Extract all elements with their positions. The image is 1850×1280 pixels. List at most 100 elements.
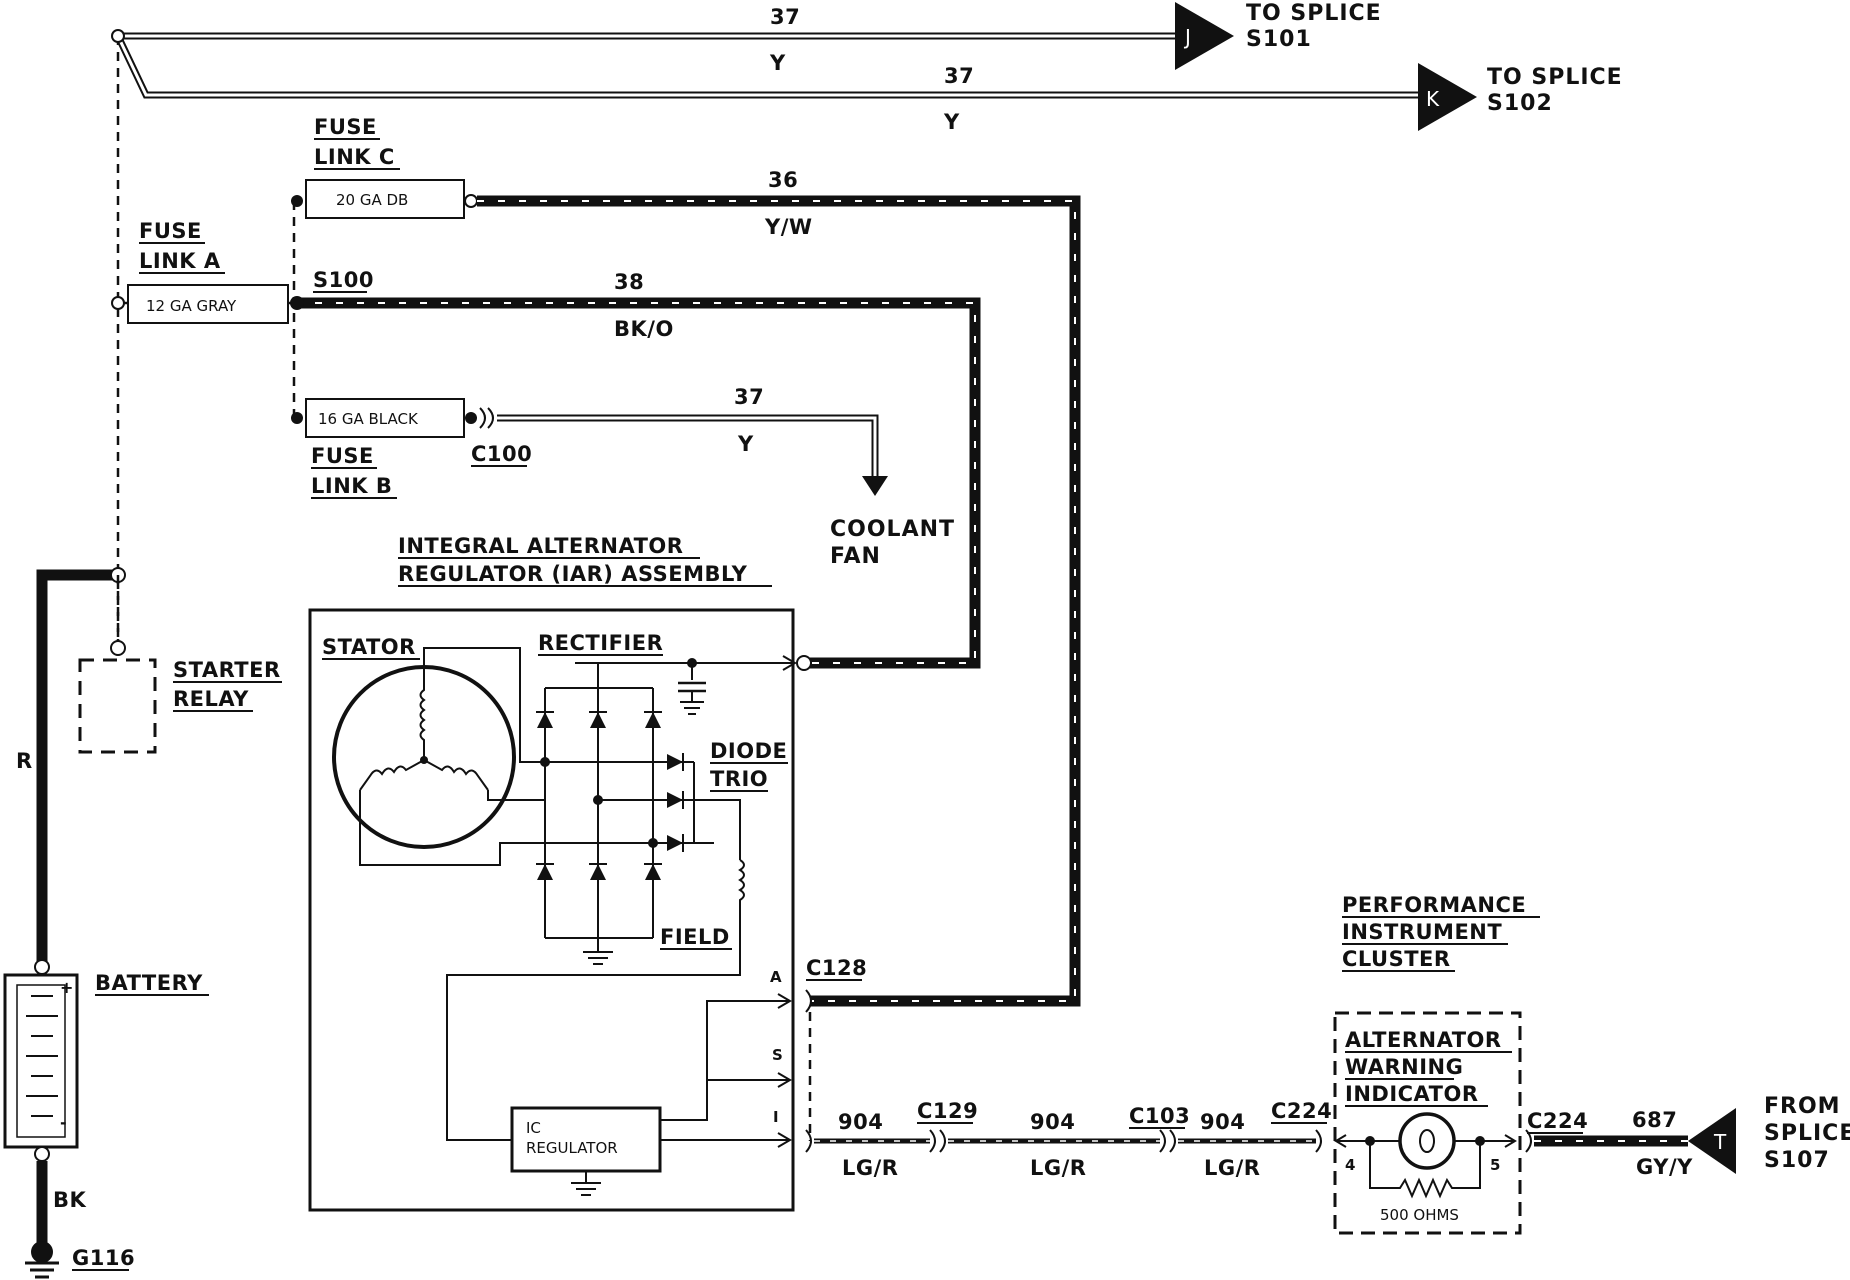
wire-color: Y/W (764, 215, 813, 239)
terminal-a: A (770, 968, 782, 986)
wire-687: 687 GY/Y (1534, 1108, 1693, 1179)
fuse-rating: 12 GA GRAY (146, 297, 237, 315)
fuse-label: LINK B (311, 474, 392, 498)
relay-label: STARTER (173, 658, 281, 682)
wire-number: 37 (770, 5, 800, 29)
connector-label: C224 (1271, 1099, 1332, 1123)
ic-regulator: IC REGULATOR A S I (510, 968, 792, 1196)
starter-relay: STARTER RELAY (78, 640, 282, 754)
rectifier-label: RECTIFIER (538, 631, 663, 655)
wire-904-segment-3: 904 LG/R (1178, 1110, 1316, 1180)
wire-number: 37 (944, 64, 974, 88)
battery-ground-wire: BK G116 (25, 1161, 135, 1279)
splice-source: SPLICE (1764, 1121, 1850, 1146)
fuse-link-b: 16 GA BLACK FUSE LINK B (291, 398, 465, 499)
wire-color: Y (769, 51, 786, 75)
instrument-cluster: PERFORMANCE INSTRUMENT CLUSTER ALTERNATO… (1333, 893, 1540, 1235)
wire-color: Y (943, 110, 960, 134)
terminal-s: S (772, 1046, 783, 1064)
battery-positive-wire: R (16, 567, 126, 963)
fuse-rating: 16 GA BLACK (318, 410, 419, 428)
pin-4: 4 (1345, 1156, 1355, 1174)
wire-color: GY/Y (1636, 1155, 1693, 1179)
field-winding: FIELD (446, 859, 745, 1141)
wire-color: LG/R (1030, 1156, 1086, 1180)
wire-color: Y (737, 432, 754, 456)
wire-37-coolant-fan: 37 Y C100 COOLANT FAN (465, 385, 955, 569)
splice-id: S102 (1487, 91, 1553, 116)
wire-number: 38 (614, 270, 644, 294)
resistor-value: 500 OHMS (1380, 1206, 1459, 1224)
connector-c224-right: C224 (1525, 1109, 1588, 1153)
cluster-label: INSTRUMENT (1342, 920, 1502, 944)
connector-c224-left: C224 (1271, 1099, 1332, 1153)
warning-label: ALTERNATOR (1345, 1028, 1502, 1052)
connector-label: C128 (806, 956, 867, 980)
wire-color: BK (53, 1188, 87, 1212)
connector-label: C103 (1129, 1104, 1190, 1128)
diode-trio-label: DIODE (710, 739, 787, 763)
diode-trio: DIODE TRIO (545, 739, 788, 860)
wire-color: R (16, 749, 33, 773)
connector-c103: C103 (1129, 1104, 1190, 1153)
fuse-link-c: 20 GA DB FUSE LINK C (291, 115, 478, 219)
splice-id: S101 (1246, 27, 1312, 52)
warning-lamp: 4 5 500 OHMS (1334, 1112, 1517, 1224)
splice-target: TO SPLICE (1487, 65, 1623, 90)
iar-assembly: INTEGRAL ALTERNATOR REGULATOR (IAR) ASSE… (308, 534, 812, 1212)
wire-color: LG/R (842, 1156, 898, 1180)
splice-t: T FROM SPLICE S107 (1688, 1094, 1850, 1174)
splice-id: S107 (1764, 1148, 1830, 1173)
field-label: FIELD (660, 925, 730, 949)
cluster-label: PERFORMANCE (1342, 893, 1526, 917)
coolant-fan-label: COOLANT (830, 517, 955, 542)
splice-letter: J (1183, 25, 1191, 49)
stator-label: STATOR (322, 635, 416, 659)
wire-37-to-s101: 37 Y (118, 5, 1175, 75)
ic-regulator-label: REGULATOR (526, 1139, 618, 1157)
fuse-label: LINK A (139, 249, 221, 273)
iar-title: REGULATOR (IAR) ASSEMBLY (398, 562, 748, 586)
wire-38: 38 BK/O S100 (290, 268, 981, 669)
fuse-label: FUSE (314, 115, 377, 139)
cluster-label: CLUSTER (1342, 947, 1451, 971)
splice-source: FROM (1764, 1094, 1841, 1119)
fuse-label: FUSE (311, 444, 374, 468)
splice-letter: K (1426, 87, 1440, 111)
ic-regulator-label: IC (526, 1119, 541, 1137)
battery-label: BATTERY (95, 971, 203, 995)
wire-number: 37 (734, 385, 764, 409)
diode-trio-label: TRIO (710, 767, 768, 791)
fuse-link-a: 12 GA GRAY FUSE LINK A (127, 219, 289, 324)
connector-c129: C129 (917, 1099, 978, 1153)
ground-g116: G116 (72, 1246, 135, 1270)
fuse-label: FUSE (139, 219, 202, 243)
fuse-bus-dashed (111, 29, 296, 648)
connector-label: C224 (1527, 1109, 1588, 1133)
connector-label: C129 (917, 1099, 978, 1123)
wire-36: 36 Y/W (477, 168, 1081, 1007)
splice-j: J TO SPLICE S101 (1175, 1, 1382, 70)
fuse-rating: 20 GA DB (336, 191, 408, 209)
wire-number: 904 (838, 1110, 883, 1134)
warning-label: INDICATOR (1345, 1082, 1479, 1106)
battery-minus: - (60, 1113, 67, 1132)
terminal-i: I (773, 1108, 779, 1126)
iar-title: INTEGRAL ALTERNATOR (398, 534, 683, 558)
warning-label: WARNING (1345, 1055, 1463, 1079)
battery-plus: + (60, 978, 73, 997)
splice-target: TO SPLICE (1246, 1, 1382, 26)
relay-label: RELAY (173, 687, 249, 711)
wire-number: 904 (1200, 1110, 1245, 1134)
fuse-label: LINK C (314, 145, 395, 169)
connector-c100: C100 (471, 442, 532, 466)
wire-color: BK/O (614, 317, 674, 341)
wire-color: LG/R (1204, 1156, 1260, 1180)
wire-37-to-s102: 37 Y (114, 34, 1418, 134)
rectifier-diode-bridge (536, 688, 662, 965)
wire-number: 904 (1030, 1110, 1075, 1134)
wire-number: 36 (768, 168, 798, 192)
splice-letter: T (1713, 1130, 1727, 1154)
battery: + - BATTERY (3, 959, 209, 1162)
